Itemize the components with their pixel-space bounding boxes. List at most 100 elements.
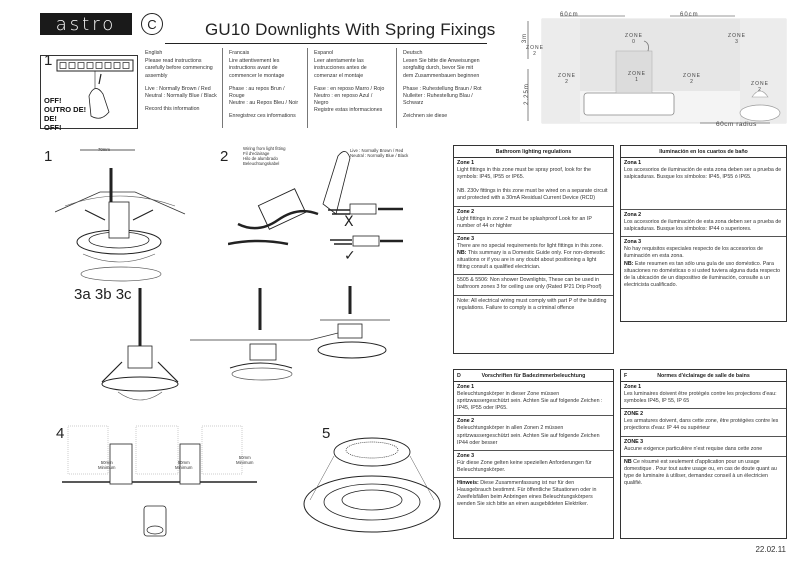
astro-logo: astro — [40, 13, 132, 35]
zone-label: ZONE 2 — [558, 73, 576, 85]
section-text: Diese Zusammenfassung ist nur für den Ha… — [457, 480, 597, 508]
section-text: Les luminaires doivent être protégés con… — [624, 391, 777, 405]
off-warning: OFF! OUTRO DE! DE! OFF! — [44, 96, 86, 132]
lang-name: Espanol — [314, 50, 334, 56]
regulation-section: Note: All electrical wiring must comply … — [454, 296, 613, 315]
step-4-illustration — [62, 425, 257, 537]
switch-off-panel — [40, 55, 138, 129]
section-text: No hay requisitos especiales respecto de… — [624, 246, 763, 260]
section-text: NB. 230v fittings in this zone must be w… — [457, 188, 608, 202]
step-number-5: 5 — [322, 425, 331, 442]
title-divider — [165, 43, 487, 44]
regulations-box-german: D Vorschriften für Badezimmerbeleuchtung… — [453, 369, 614, 539]
lang-divider — [396, 48, 397, 128]
wiring-label: Wiring from light fitting Fil d'eclairag… — [243, 146, 286, 166]
document-date: 22.02.11 — [755, 545, 786, 554]
section-title: Hinweis: — [457, 480, 479, 487]
bathroom-zone-diagram: 60cm 60cm 3m 2.25m 60cm radius ZONE 2 ZO… — [520, 11, 790, 133]
clearance-label: 50mm Minimum — [98, 460, 116, 470]
lang-column-english: English Please read instructions careful… — [145, 50, 217, 119]
section-text: Ce résumé est seulement d'application po… — [624, 458, 777, 487]
page-title: GU10 Downlights With Spring Fixings — [205, 20, 496, 39]
lang-wiring: Phase : au repos Brun / Rouge Neutre : a… — [229, 85, 299, 107]
section-title: NB: — [457, 250, 467, 257]
step-1-illustration — [55, 149, 186, 282]
lang-record: Zeichnen sie diese — [403, 113, 448, 120]
box-heading: Iluminación en los cuartos de baño — [621, 146, 786, 158]
section-text: Este resumen es tan sólo una guía de uso… — [624, 260, 781, 288]
section-text: 5505 & 5506: Non shower Downlights, Thes… — [457, 277, 602, 291]
regulations-box-english: Bathroom lighting regulations Zone 1 Lig… — [453, 145, 614, 354]
step-5-illustration — [303, 437, 441, 533]
regulation-section: Zone 3 Für diese Zone gelten keine spezi… — [454, 451, 613, 479]
lang-intro: Please read instructions carefully befor… — [145, 58, 213, 79]
lang-intro: Leer atentamente las instrucciones antes… — [314, 58, 367, 79]
zone-label: ZONE 0 — [625, 33, 643, 45]
lang-record: Enregistrez ces informations — [229, 113, 296, 120]
regulation-section: NB Ce résumé est seulement d'application… — [621, 457, 786, 490]
section-title: NB — [624, 458, 632, 465]
section-text: Beleuchtungskörper in allen Zonen 2 müss… — [457, 425, 600, 446]
zone-label: ZONE 2 — [683, 73, 701, 85]
box-heading-text: Vorschriften für Badezimmerbeleuchtung — [481, 373, 586, 379]
regulation-section: Hinweis: Diese Zusammenfassung ist nur f… — [454, 478, 613, 511]
dim-top-left: 60cm — [560, 12, 579, 18]
section-title: ZONE 3 — [624, 438, 644, 445]
lang-intro: Lesen Sie bitte die Anweisungen sorgfalt… — [403, 58, 480, 79]
off-line: DE! — [44, 114, 57, 123]
dim-left-lower: 2.25m — [523, 83, 530, 105]
dim-left-upper: 3m — [522, 32, 529, 44]
section-text: Los accesorios de iluminación de esta zo… — [624, 219, 782, 233]
regulation-section: Zone 1 Light fittings in this zone must … — [454, 158, 613, 207]
box-heading-text: Normes d'éclairage de salle de bains — [657, 373, 750, 379]
regulations-box-spanish: Iluminación en los cuartos de baño Zona … — [620, 145, 787, 322]
lang-column-french: Francais Lire attentivement les instruct… — [229, 50, 301, 127]
lang-column-german: Deutsch Lesen Sie bitte die Anweisungen … — [403, 50, 483, 127]
box-letter: F — [624, 373, 628, 379]
regulation-section: Zona 2 Los accesorios de iluminación de … — [621, 210, 786, 238]
regulation-section: ZONE 3 Aucune exigence particulière n'es… — [621, 437, 786, 457]
clearance-label: 50mm Minimum — [236, 455, 254, 465]
cross-icon: X — [344, 214, 354, 230]
zone-label: ZONE 2 — [526, 45, 544, 57]
step-2-illustration — [228, 151, 403, 247]
off-line: OFF! — [44, 96, 62, 105]
regulation-section: Zone 3 There are no special requirements… — [454, 234, 613, 276]
section-title: Zone 2 — [457, 208, 475, 215]
copyright-icon: C — [141, 13, 163, 35]
step-number-3: 3a 3b 3c — [74, 286, 132, 303]
section-text: Los accesorios de iluminación de esta zo… — [624, 167, 782, 181]
wiring-colour-note: Live : Normally Brown / Red Neutral : No… — [350, 148, 409, 158]
box-heading: F Normes d'éclairage de salle de bains — [621, 370, 786, 382]
section-title: Zona 3 — [624, 239, 642, 246]
section-title: Zona 2 — [624, 212, 642, 218]
dim-radius: 60cm radius — [716, 121, 757, 128]
step-number-4: 4 — [56, 425, 65, 442]
section-text: Beleuchtungskörper in dieser Zone müssen… — [457, 391, 603, 412]
off-line: OFF! — [44, 123, 62, 132]
section-text: Les armatures doivent, dans cette zone, … — [624, 418, 779, 432]
section-title: Zone 1 — [457, 160, 475, 166]
off-line: OUTRO DE! — [44, 105, 87, 114]
box-heading: Bathroom lighting regulations — [454, 146, 613, 158]
section-title: Zone 3 — [457, 452, 475, 459]
lang-wiring: Phase : Ruhestellung Braun / Rot Nulleit… — [403, 85, 482, 107]
section-text: There are no special requirements for li… — [457, 242, 604, 249]
regulation-section: Zone 1 Beleuchtungskörper in dieser Zone… — [454, 382, 613, 417]
regulation-section: Zone 2 Light fittings in zone 2 must be … — [454, 207, 613, 234]
cutout-dimension: 70mm — [98, 147, 110, 152]
clearance-label: 50mm Minimum — [175, 460, 193, 470]
step-3-illustration — [101, 286, 390, 401]
section-title: Zone 3 — [457, 235, 475, 242]
step-number-1: 1 — [44, 148, 53, 165]
lang-divider — [307, 48, 308, 128]
section-title: Zone 2 — [457, 418, 475, 425]
regulation-section: Zone 2 Beleuchtungskörper in allen Zonen… — [454, 416, 613, 451]
switch-panel-illustration — [56, 59, 134, 119]
section-text: This summary is a Domestic Guide only. F… — [457, 250, 605, 271]
regulation-section: 5505 & 5506: Non shower Downlights, Thes… — [454, 275, 613, 296]
box-heading: D Vorschriften für Badezimmerbeleuchtung — [454, 370, 613, 382]
lang-intro: Lire attentivement les instructions avan… — [229, 58, 285, 79]
section-title: NB: — [624, 260, 634, 267]
section-text: Light fittings in this zone must be spra… — [457, 167, 591, 181]
